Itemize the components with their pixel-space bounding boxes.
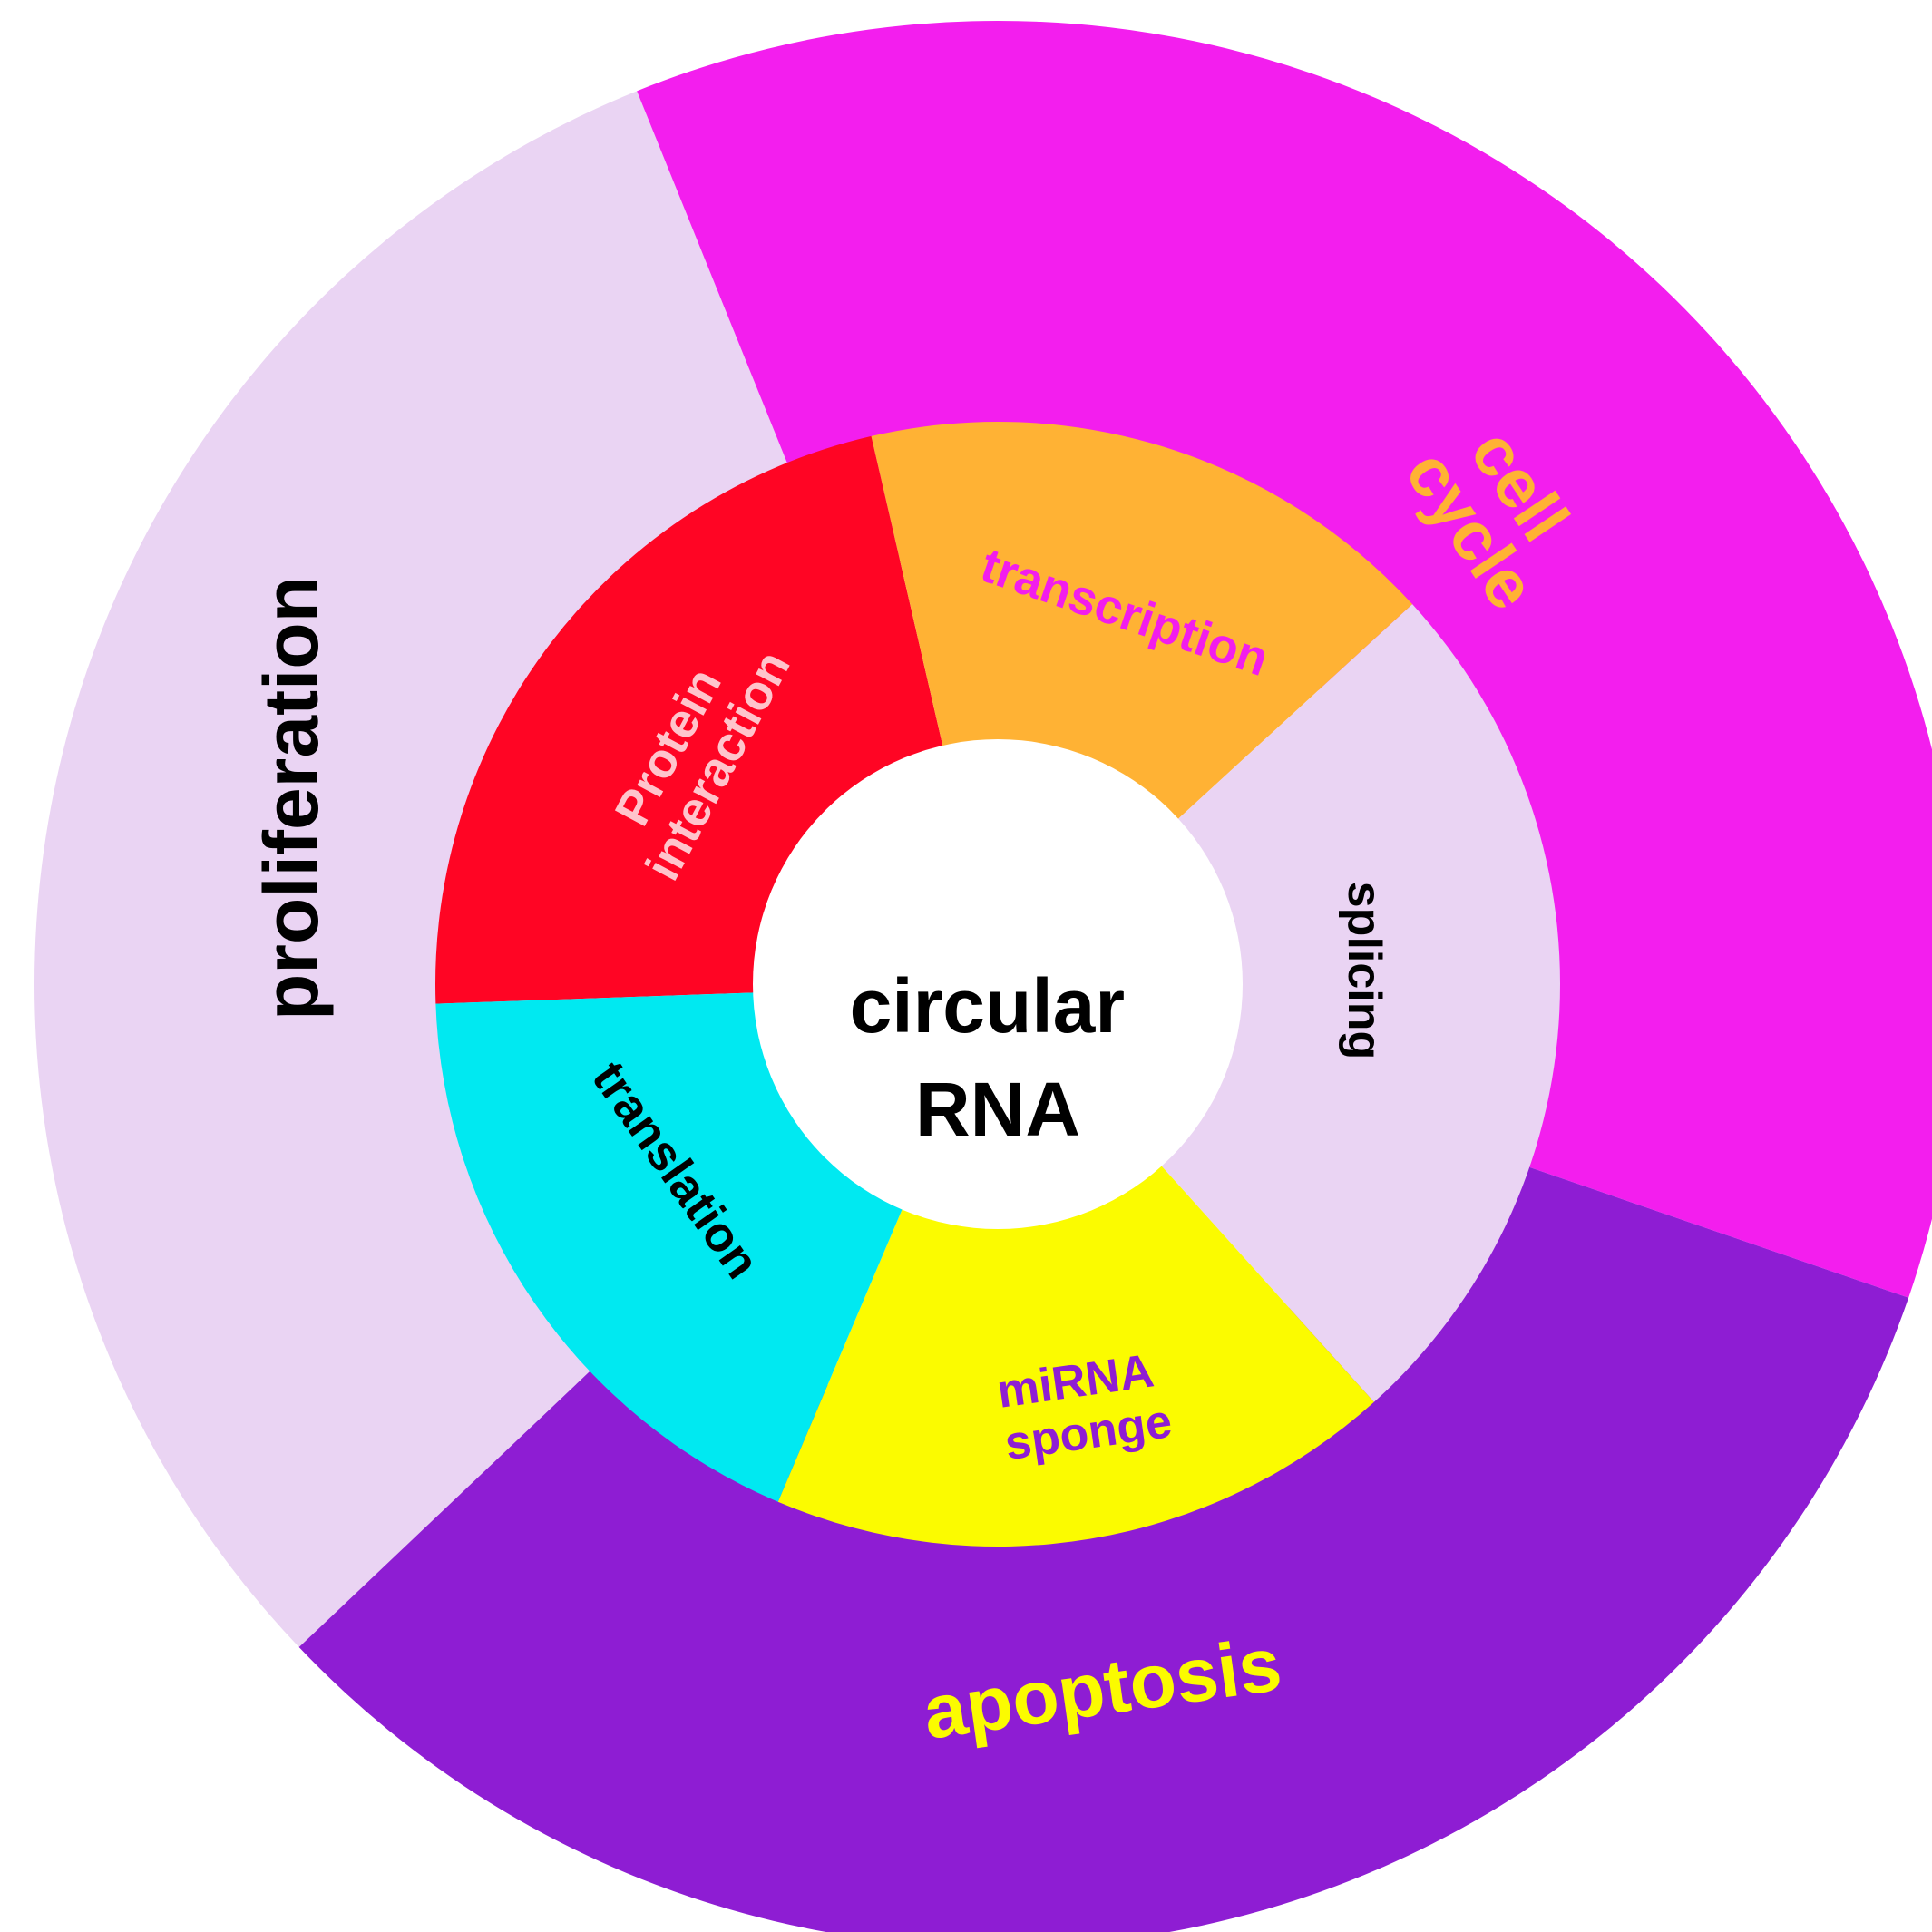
center-label: circular RNA <box>850 963 1147 1152</box>
center-circle <box>753 739 1243 1229</box>
outer-sector-cell-cycle <box>637 21 1932 1298</box>
inner-sector-mirna-sponge <box>777 1165 1374 1547</box>
inner-sector-protein-interaction <box>435 435 943 1004</box>
inner-label-mirna-sponge: miRNA sponge <box>994 1343 1176 1471</box>
inner-sector-translation <box>435 992 903 1502</box>
outer-label-proliferation: proliferation <box>249 576 334 1020</box>
center-label-line2: RNA <box>915 1067 1080 1152</box>
center-label-line1: circular <box>850 963 1126 1049</box>
inner-label-splicing: splicing <box>1338 882 1390 1059</box>
inner-sector-splicing <box>1160 604 1560 1402</box>
inner-sector-transcription <box>871 422 1413 820</box>
